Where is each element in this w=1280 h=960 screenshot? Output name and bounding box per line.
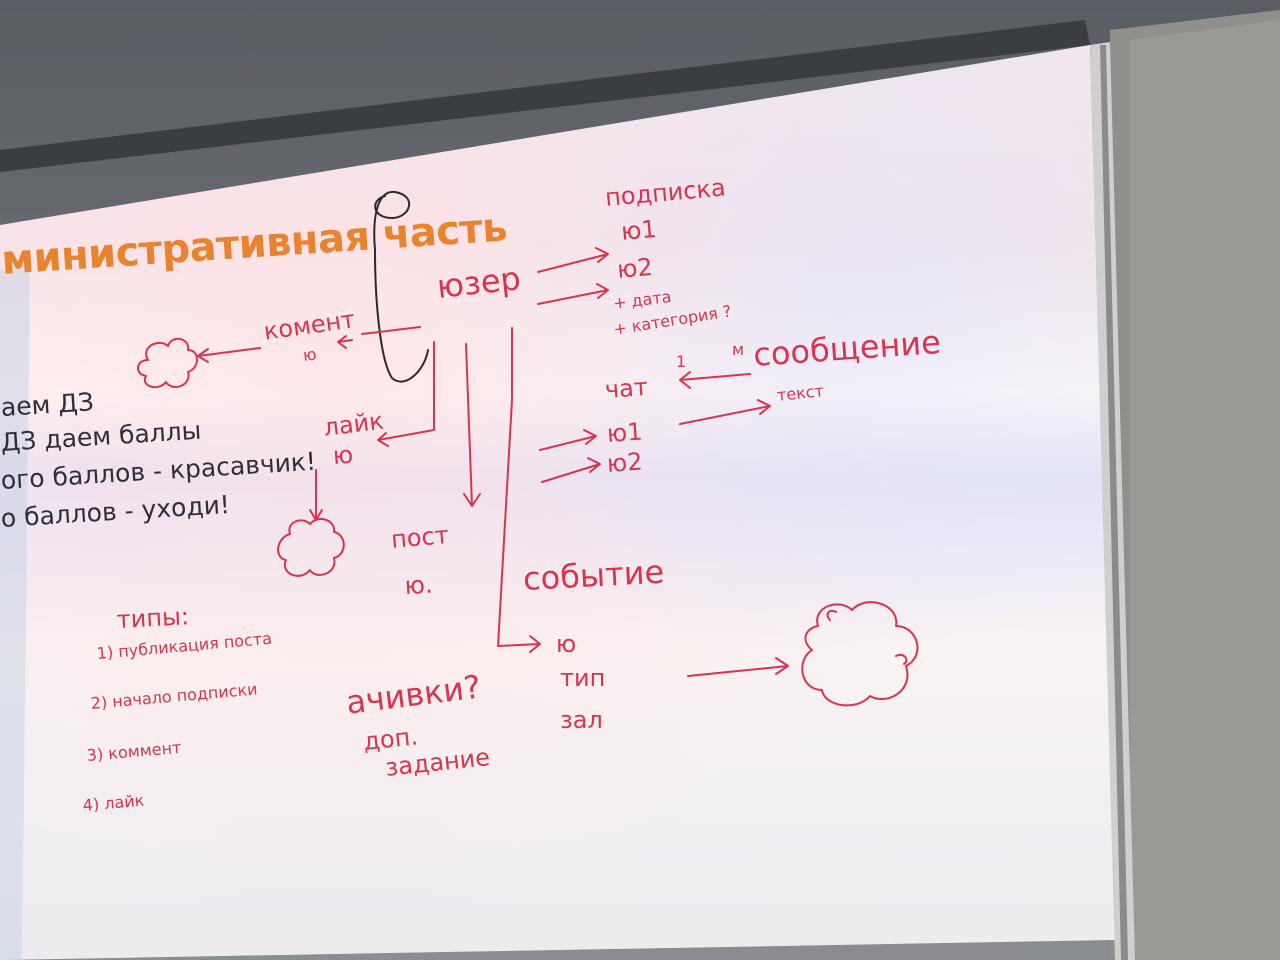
arrow-event-cloud [687, 657, 789, 677]
arrow-chat-u2 [541, 457, 601, 483]
arrow-comment-cloud [197, 347, 261, 363]
label-event-type: тип [560, 664, 606, 692]
cloud-comment [137, 337, 198, 389]
arrow-user-subscription-2 [537, 283, 609, 305]
label-subscription-u2: ю2 [616, 252, 654, 284]
cloud-like [277, 517, 345, 577]
arrow-user-subscription-1 [537, 247, 609, 273]
label-event-u: ю [556, 630, 577, 658]
label-subscription-u1: ю1 [620, 214, 658, 246]
arrow-user-like [377, 341, 435, 447]
arrow-user-post [463, 343, 481, 507]
label-post: пост [390, 520, 450, 554]
label-comment-u: ю [302, 344, 318, 365]
label-types: типы: [116, 602, 190, 634]
label-one: 1 [676, 352, 687, 371]
arrow-chat-text [679, 399, 771, 425]
label-event: событие [522, 552, 666, 598]
cloud-event [801, 601, 919, 707]
label-like-u: ю [332, 440, 355, 470]
arrow-like-cloud [309, 469, 323, 521]
label-post-u: ю. [404, 570, 434, 600]
label-many: м [732, 340, 745, 359]
arrow-user-comment [361, 326, 421, 335]
label-event-hall: зал [560, 706, 603, 734]
arrow-message-chat [679, 371, 751, 389]
cloud-event-curl [826, 609, 908, 665]
label-chat-u1: ю1 [606, 417, 644, 448]
label-chat-u2: ю2 [606, 447, 644, 478]
arrow-chat-u1 [539, 429, 597, 451]
label-chat: чат [604, 373, 649, 404]
line-user-event [497, 327, 541, 653]
arrow-comment-u [337, 335, 353, 349]
marker-loop [373, 190, 429, 383]
